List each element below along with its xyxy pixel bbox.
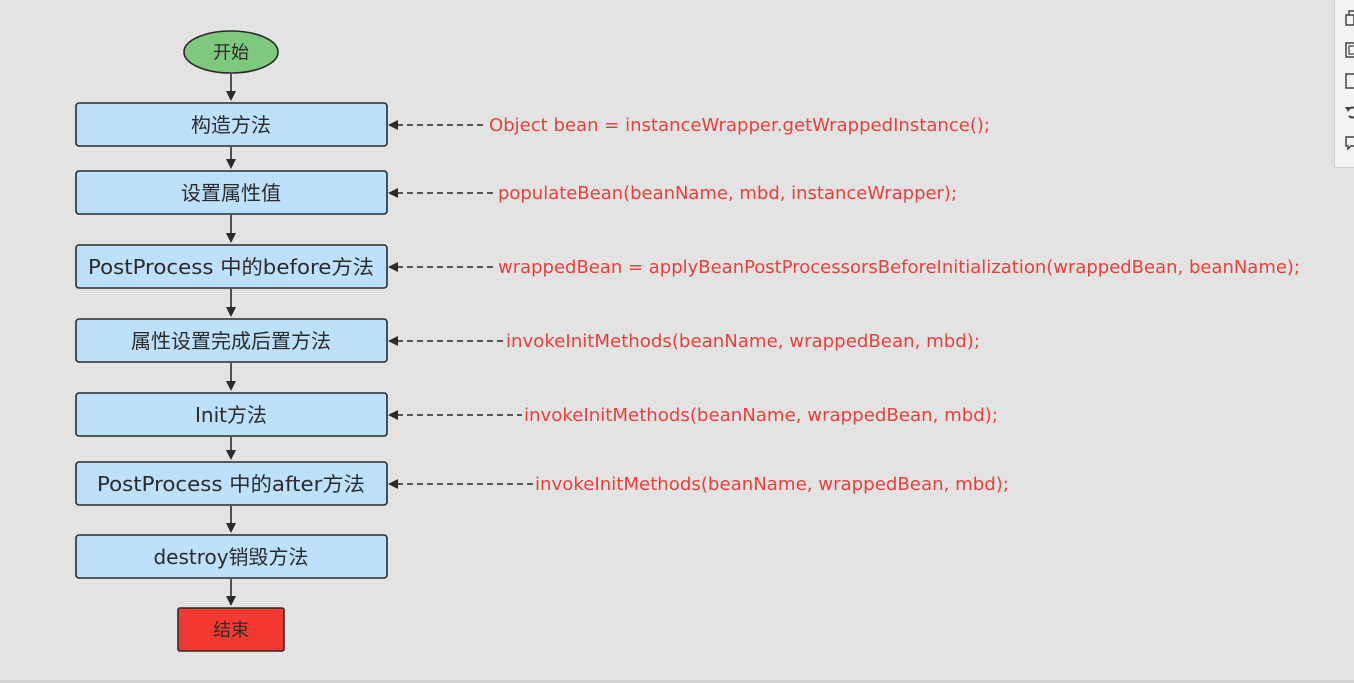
annotation-connectors — [397, 124, 533, 485]
arrowhead — [226, 159, 236, 169]
flow-connectors — [226, 74, 236, 606]
step-node-shape — [75, 318, 388, 363]
step-node-shape — [75, 461, 388, 506]
step-node-label: 构造方法 — [191, 113, 271, 137]
step-node-label: Init方法 — [195, 403, 267, 427]
annotation-text-4: invokeInitMethods(beanName, wrappedBean,… — [506, 331, 980, 352]
bottom-divider — [0, 680, 1354, 683]
arrowhead — [226, 91, 236, 101]
end-node-shape — [177, 607, 285, 652]
side-toolbar — [1334, 0, 1354, 168]
step-node-label: destroy销毁方法 — [153, 545, 308, 569]
annotation-arrowheads — [388, 120, 398, 489]
arrowhead — [388, 479, 398, 489]
start-node[interactable]: 开始 — [183, 30, 279, 74]
step-node-4[interactable]: 属性设置完成后置方法 — [75, 318, 388, 363]
arrowhead — [388, 262, 398, 272]
step-node-shape — [75, 534, 388, 579]
arrowhead — [226, 381, 236, 391]
step-node-shape — [75, 392, 388, 437]
step-node-5[interactable]: Init方法 — [75, 392, 388, 437]
arrowhead — [388, 410, 398, 420]
end-node[interactable]: 结束 — [177, 607, 285, 652]
step-node-3[interactable]: PostProcess 中的before方法 — [75, 244, 388, 289]
step-node-shape — [75, 170, 388, 215]
annotation-text-5: invokeInitMethods(beanName, wrappedBean,… — [524, 405, 998, 426]
step-node-1[interactable]: 构造方法 — [75, 102, 388, 147]
step-node-7[interactable]: destroy销毁方法 — [75, 534, 388, 579]
end-node-label: 结束 — [213, 620, 249, 641]
start-node-shape — [183, 30, 279, 74]
comment-icon[interactable] — [1345, 135, 1354, 151]
arrowhead — [226, 307, 236, 317]
arrowhead — [388, 120, 398, 130]
step-node-label: PostProcess 中的after方法 — [97, 472, 365, 496]
annotation-text-3: wrappedBean = applyBeanPostProcessorsBef… — [498, 257, 1300, 278]
step-node-shape — [75, 244, 388, 289]
arrowhead — [226, 233, 236, 243]
step-node-2[interactable]: 设置属性值 — [75, 170, 388, 215]
page-icon[interactable] — [1345, 42, 1354, 58]
annotations: Object bean = instanceWrapper.getWrapped… — [489, 115, 1300, 495]
arrowhead — [226, 596, 236, 606]
arrowhead — [226, 523, 236, 533]
blank-page-icon[interactable] — [1345, 73, 1354, 89]
start-node-label: 开始 — [213, 43, 249, 64]
step-node-shape — [75, 102, 388, 147]
step-node-label: PostProcess 中的before方法 — [88, 255, 374, 279]
step-node-label: 设置属性值 — [181, 181, 281, 205]
arrowhead — [388, 336, 398, 346]
annotation-text-1: Object bean = instanceWrapper.getWrapped… — [489, 115, 990, 136]
arrowhead — [226, 450, 236, 460]
annotation-text-6: invokeInitMethods(beanName, wrappedBean,… — [535, 474, 1009, 495]
undo-icon[interactable] — [1345, 104, 1354, 120]
step-node-label: 属性设置完成后置方法 — [131, 329, 331, 353]
step-node-6[interactable]: PostProcess 中的after方法 — [75, 461, 388, 506]
annotation-text-2: populateBean(beanName, mbd, instanceWrap… — [498, 183, 957, 204]
copy-icon[interactable] — [1345, 10, 1354, 26]
arrowhead — [388, 188, 398, 198]
